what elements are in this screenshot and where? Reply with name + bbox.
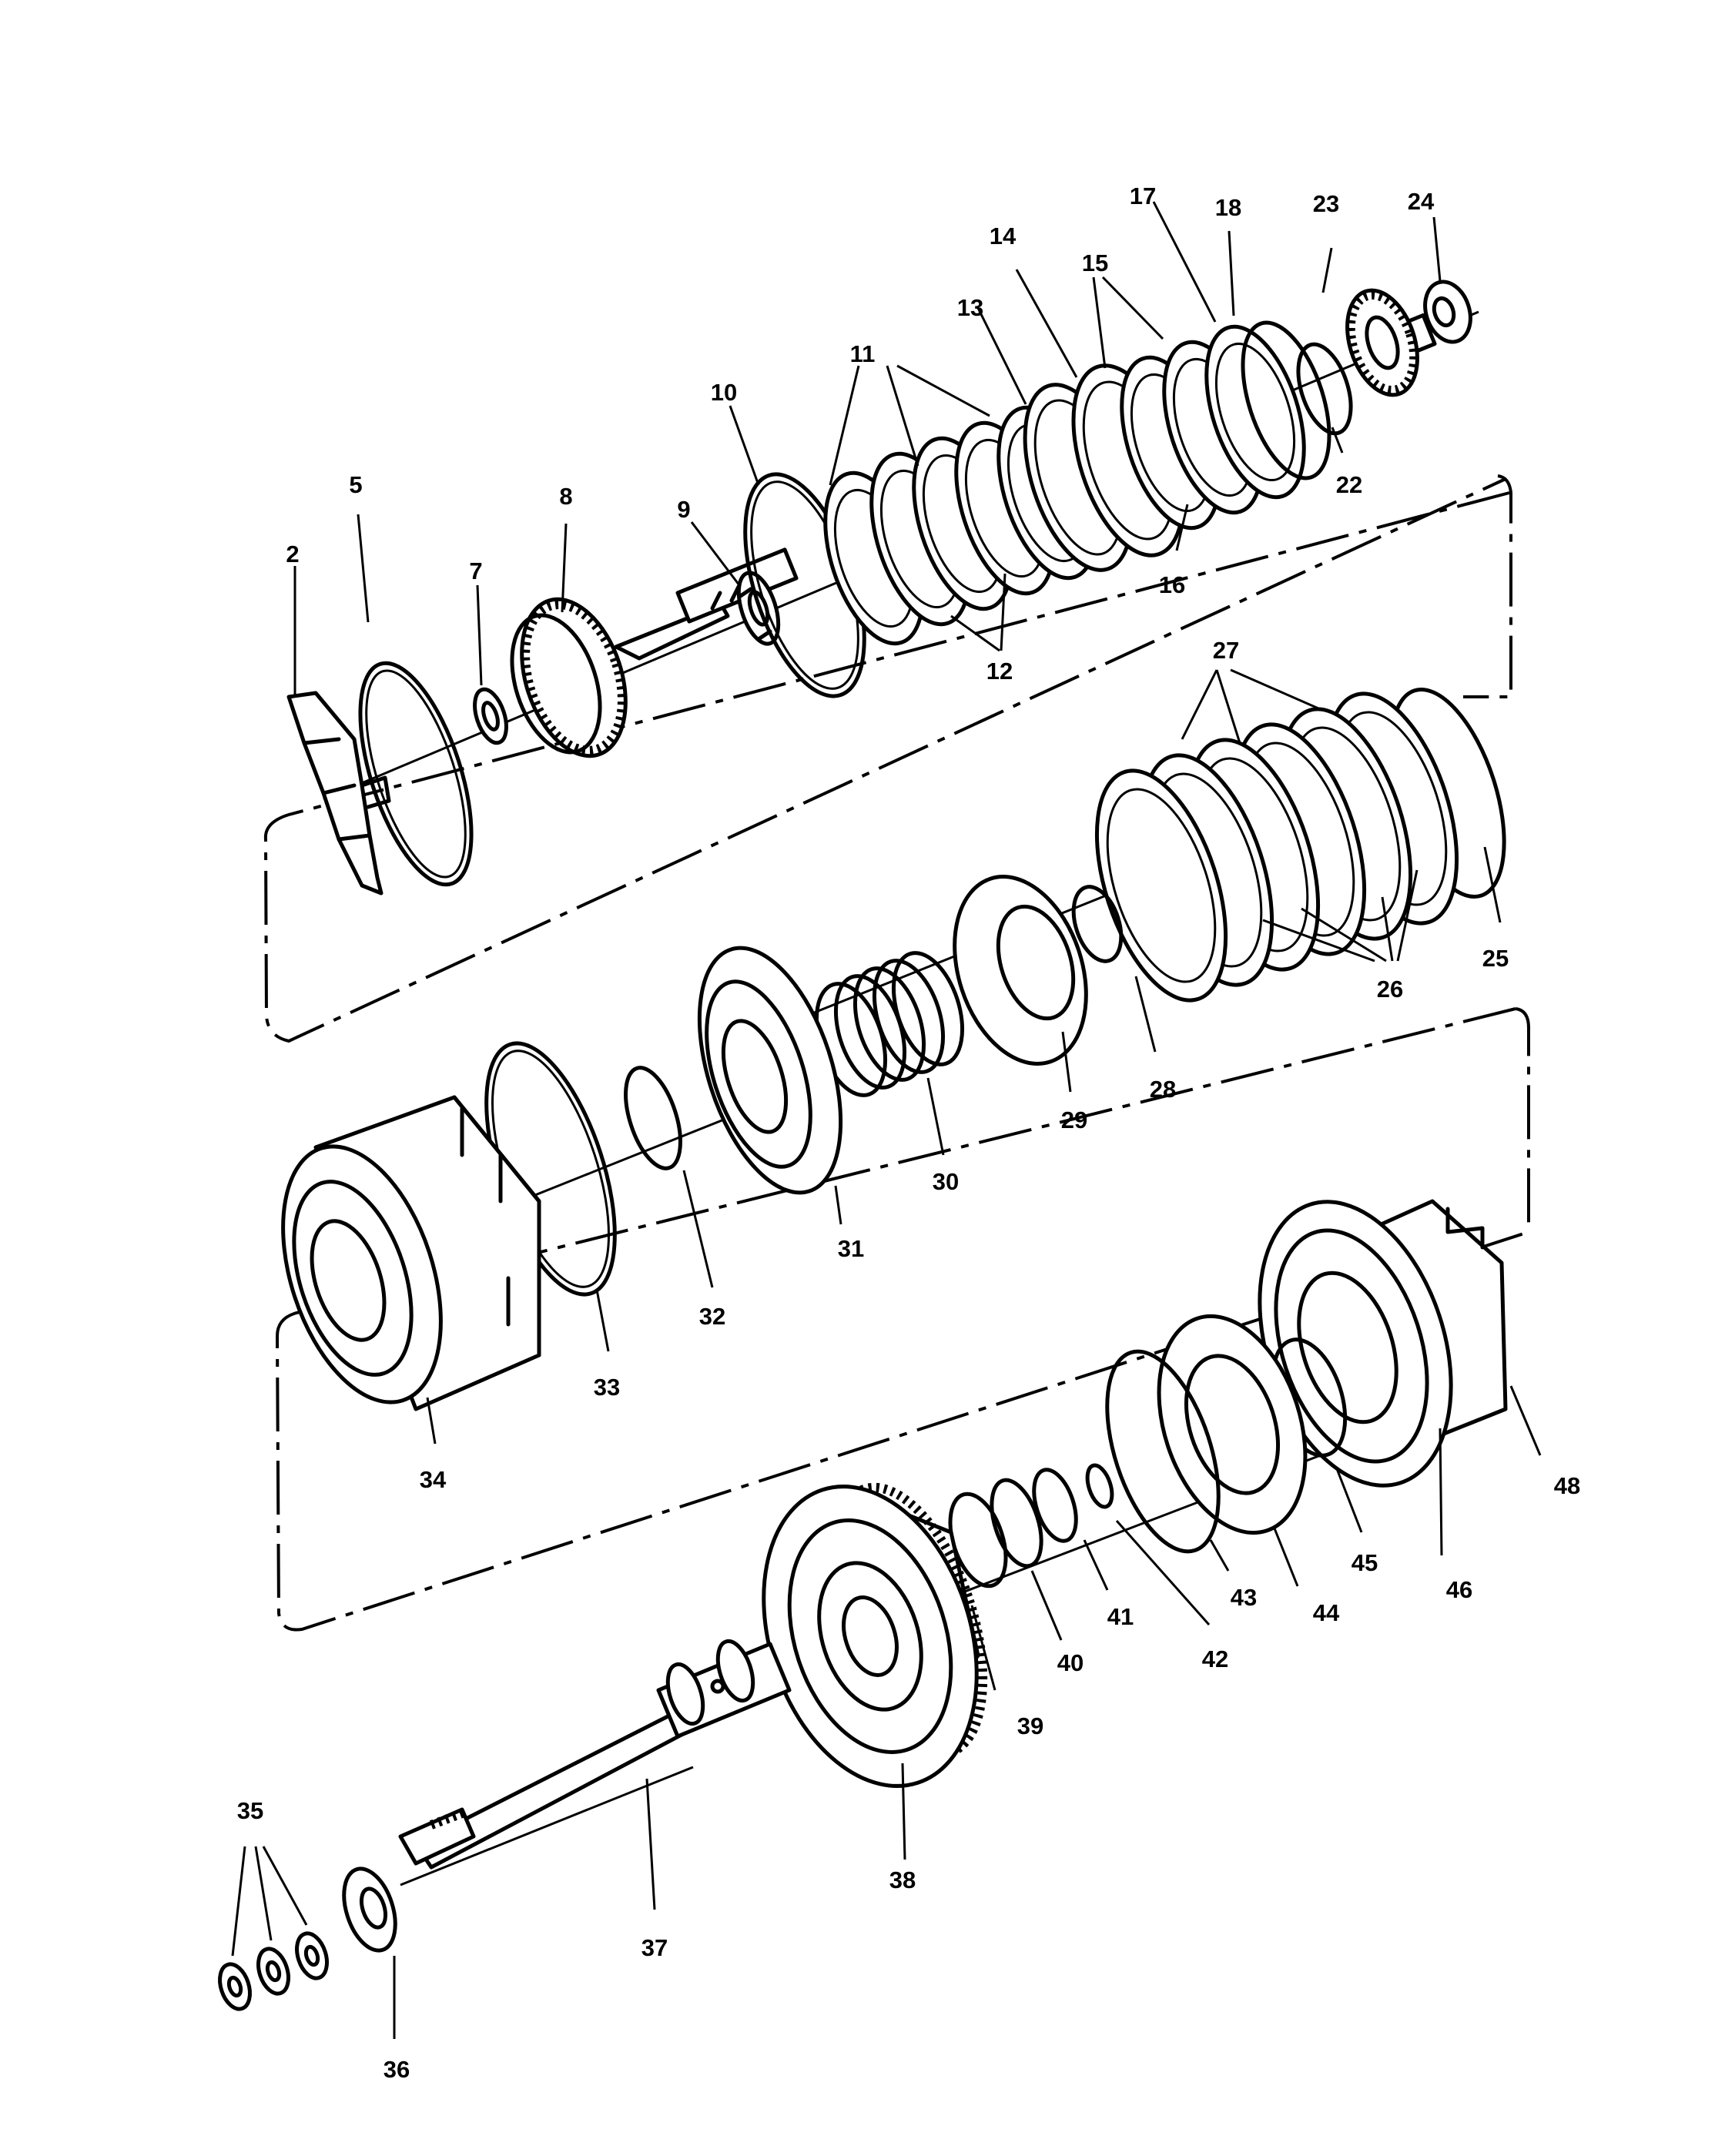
callout-2: 2 [286, 541, 299, 567]
part-43-snap-ring [1105, 1349, 1221, 1554]
callout-31: 31 [838, 1235, 864, 1262]
callout-11: 11 [850, 340, 876, 367]
part-41-ring [1032, 1468, 1078, 1543]
assembly-frames [263, 474, 1530, 1632]
row-3-parts [218, 1199, 1508, 2011]
row-2-parts [281, 687, 1506, 1411]
axis-row-5 [400, 1766, 694, 1886]
callout-26: 26 [1377, 976, 1403, 1003]
frame-upper [263, 474, 1512, 1043]
callout-43: 43 [1231, 1584, 1257, 1611]
part-15-16-clutch-plates [1120, 324, 1306, 531]
callout-33: 33 [594, 1374, 620, 1401]
callout-22: 22 [1336, 471, 1362, 498]
callout-labels: 2 5 7 8 9 10 11 12 13 14 15 16 17 18 22 … [237, 182, 1580, 2083]
part-40-ring [990, 1478, 1043, 1568]
callout-5: 5 [349, 471, 362, 498]
callout-37: 37 [641, 1934, 668, 1961]
callout-35: 35 [237, 1797, 263, 1824]
part-29-retainer [953, 875, 1088, 1066]
callout-14: 14 [990, 223, 1017, 249]
part-24-washer [1423, 280, 1472, 344]
part-5-snap-ring [358, 661, 474, 887]
callout-7: 7 [469, 557, 482, 584]
callout-27: 27 [1213, 637, 1239, 664]
callout-42: 42 [1202, 1645, 1228, 1672]
callout-25: 25 [1482, 945, 1509, 972]
part-22-ring [1296, 342, 1353, 436]
part-7-bearing [473, 687, 508, 745]
callout-44: 44 [1313, 1599, 1340, 1626]
callout-48: 48 [1554, 1472, 1580, 1499]
leader-lines [231, 201, 1542, 2039]
part-17-snap-ring [1241, 320, 1331, 480]
callout-34: 34 [420, 1466, 447, 1493]
callout-12: 12 [986, 658, 1013, 685]
callout-38: 38 [889, 1866, 916, 1893]
callout-32: 32 [699, 1303, 725, 1330]
part-31-piston [697, 946, 843, 1195]
callout-30: 30 [933, 1168, 959, 1195]
part-23-gear [1345, 288, 1437, 397]
row-1-parts [286, 280, 1472, 896]
part-42-ring [1085, 1463, 1114, 1509]
part-38-drum [762, 1482, 988, 1788]
callout-17: 17 [1130, 182, 1156, 209]
callout-16: 16 [1159, 571, 1185, 598]
callout-29: 29 [1061, 1106, 1087, 1133]
part-35-washers [218, 1931, 329, 2011]
part-34-drum [281, 1095, 541, 1411]
callout-10: 10 [711, 379, 737, 406]
part-36-washer [342, 1866, 397, 1953]
callout-8: 8 [559, 483, 572, 510]
part-44-plate [1157, 1314, 1308, 1535]
callout-45: 45 [1352, 1549, 1378, 1576]
part-32-snap-ring [624, 1066, 682, 1170]
callout-18: 18 [1215, 194, 1241, 221]
part-8-gear-shaft [510, 547, 799, 758]
callout-9: 9 [677, 496, 690, 523]
part-37-shaft [398, 1639, 792, 1870]
callout-15: 15 [1082, 249, 1108, 276]
callout-28: 28 [1150, 1076, 1176, 1103]
part-28-snap-ring [1071, 885, 1124, 963]
callout-24: 24 [1408, 188, 1435, 215]
callout-13: 13 [957, 294, 983, 321]
callout-36: 36 [384, 2056, 410, 2083]
callout-39: 39 [1017, 1712, 1043, 1739]
callout-23: 23 [1313, 190, 1339, 217]
callout-41: 41 [1107, 1603, 1134, 1630]
part-2-plate [286, 691, 391, 896]
part-26-27-clutch-pack [1094, 691, 1459, 1003]
frame-lower [275, 1007, 1530, 1632]
callout-46: 46 [1446, 1576, 1472, 1603]
callout-40: 40 [1057, 1649, 1084, 1676]
part-46-48-housing [1258, 1199, 1508, 1488]
